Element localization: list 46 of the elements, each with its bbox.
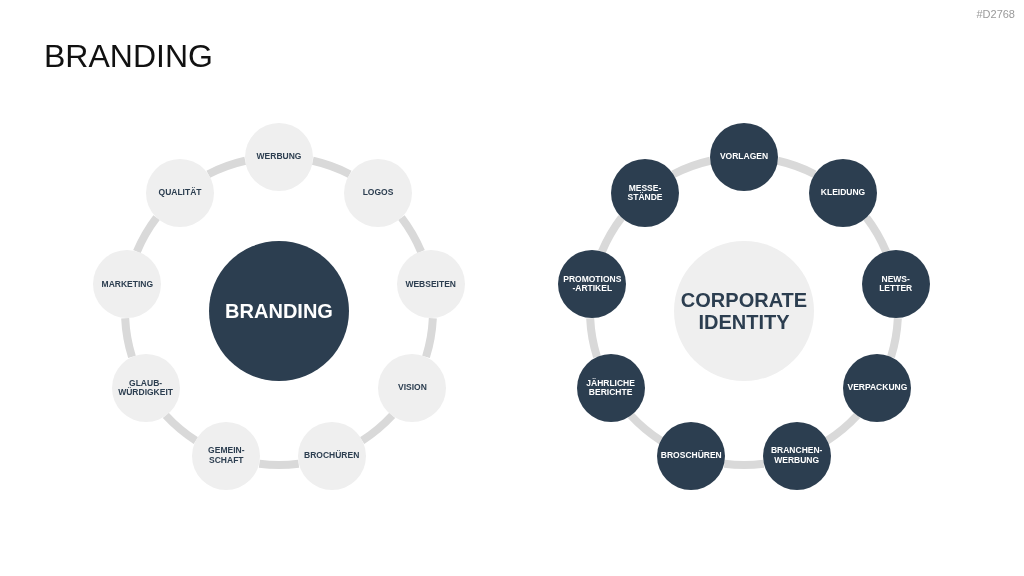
core-topic-label: BRANDING	[225, 300, 333, 322]
topic-label: VISION	[398, 383, 427, 393]
topic-label: LOGOS	[362, 188, 394, 198]
topic-label: GLAUB- WÜRDIGKEIT	[118, 378, 173, 398]
topic-label: MESSE- STÄNDE	[627, 183, 663, 203]
ring-segment	[776, 156, 817, 178]
ring-segment	[824, 412, 861, 444]
ring-segment	[398, 215, 425, 254]
topic-label: BRANCHEN- WERBUNG	[770, 446, 823, 466]
topic-label: KLEIDUNG	[820, 188, 866, 198]
page-title: BRANDING	[44, 40, 213, 72]
ring-segment	[311, 156, 352, 178]
topic-label: GEMEIN- SCHAFT	[208, 446, 245, 466]
ring-segment	[259, 459, 299, 469]
topic-label: QUALITÄT	[158, 188, 202, 198]
ring-segment	[121, 317, 136, 358]
ring-segment	[586, 317, 601, 358]
ring-segment	[627, 412, 664, 444]
topic-label: BROCHÜREN	[304, 451, 360, 461]
topic-label: NEWS- LETTER	[879, 274, 913, 294]
reference-code: #D2768	[976, 9, 1015, 20]
topic-circle	[843, 354, 912, 422]
ring-segment	[598, 215, 625, 254]
topic-label: MARKETING	[101, 279, 154, 289]
ring-segment	[671, 156, 712, 178]
topic-label: BROSCHÜREN	[660, 451, 722, 461]
ring-segment	[206, 156, 247, 178]
core-topic-label: CORPORATE IDENTITY	[680, 289, 808, 333]
topic-label: VORLAGEN	[719, 152, 769, 162]
topic-circle	[576, 354, 645, 422]
topic-label: WERBUNG	[256, 152, 302, 162]
ring-segment	[422, 317, 437, 358]
topic-circle	[611, 159, 679, 227]
topic-circle	[809, 159, 877, 227]
ring-segment	[724, 459, 764, 469]
topic-label: JÄHRLICHE BERICHTE	[586, 378, 635, 398]
ring-segment	[887, 317, 902, 358]
ring-segment	[863, 215, 890, 254]
topic-label: VERPACKUNG	[847, 383, 908, 393]
topic-label: PROMOTIONS -ARTIKEL	[563, 274, 622, 294]
ring-segment	[133, 215, 160, 254]
topic-circle	[146, 159, 214, 227]
topic-label: WEBSEITEN	[405, 279, 456, 289]
topic-circle	[344, 159, 412, 227]
ring-segment	[359, 412, 396, 444]
ring-segment	[162, 412, 199, 444]
